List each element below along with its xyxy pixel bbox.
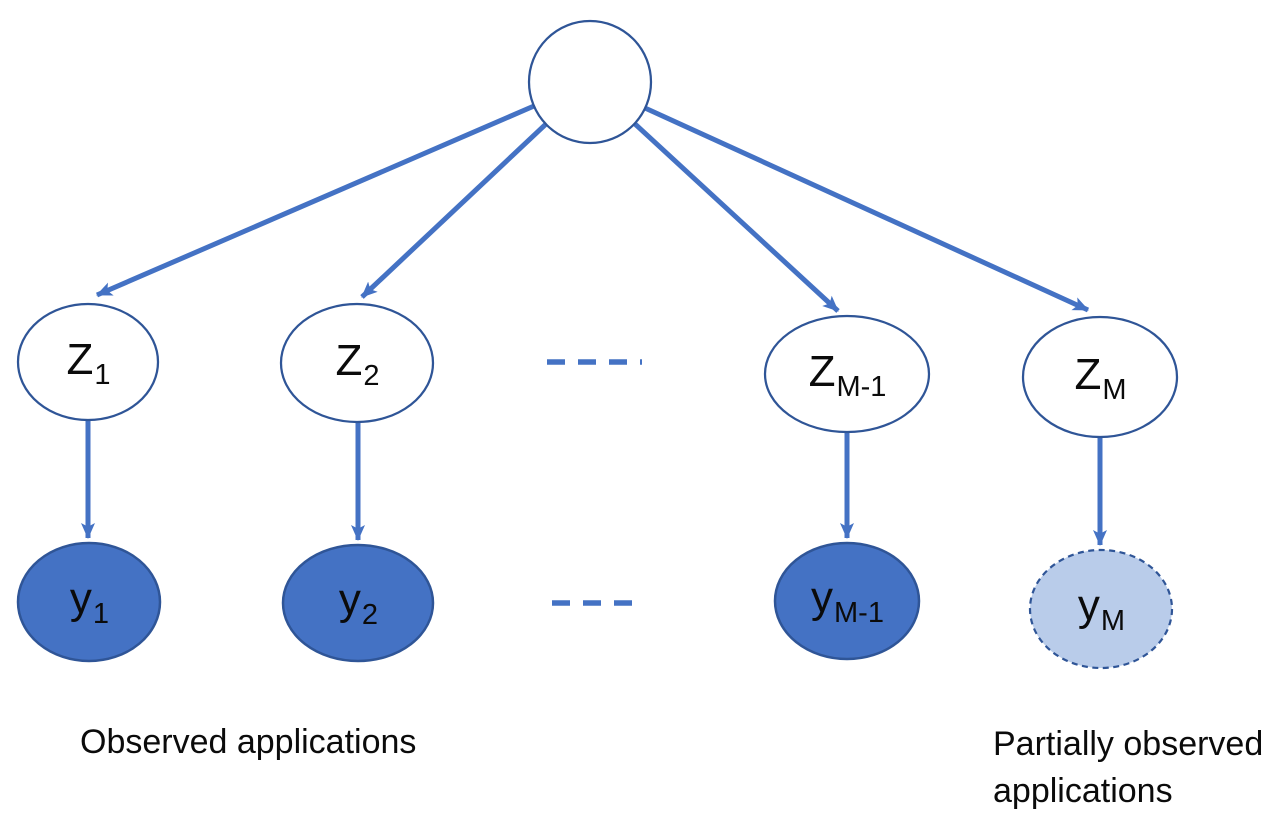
caption-partially-observed-applications: Partially observed applications — [993, 725, 1264, 810]
node-label-y1-sub: 1 — [92, 598, 110, 630]
node-label-ym1-sub: M-1 — [834, 597, 884, 629]
edge-root-zm1-arrow — [633, 122, 840, 313]
node-label-z1-sub: 1 — [94, 359, 111, 391]
node-y1-ellipse — [16, 541, 162, 663]
edge-root-z2-arrow — [360, 122, 548, 299]
node-label-ym-sub: M — [1100, 605, 1126, 637]
node-ym-ellipse — [1028, 548, 1174, 670]
node-label-zm1-main: Z — [808, 347, 836, 396]
edge-root-z1-arrow — [96, 103, 535, 298]
node-label-ym-main: y — [1077, 581, 1100, 630]
node-label-zm1: ZM-1 — [808, 347, 887, 402]
node-label-zm-main: Z — [1074, 350, 1102, 399]
node-label-ym1: yM-1 — [811, 573, 884, 628]
node-zm-ellipse — [1021, 315, 1179, 439]
caption-observed-applications: Observed applications — [80, 723, 417, 761]
node-label-z1: Z1 — [66, 335, 110, 390]
node-zm1-ellipse — [763, 314, 931, 434]
node-label-y2-sub: 2 — [361, 599, 379, 631]
node-label-z2: Z2 — [335, 336, 379, 391]
node-label-y2-main: y — [338, 575, 361, 624]
node-root-ellipse — [527, 19, 653, 145]
node-label-zm1-sub: M-1 — [836, 371, 887, 403]
node-label-y1: y1 — [69, 574, 109, 629]
node-label-ym: yM — [1077, 581, 1125, 636]
node-label-z2-sub: 2 — [363, 360, 380, 392]
node-label-z1-main: Z — [66, 335, 94, 384]
node-label-y1-main: y — [69, 574, 92, 623]
node-z2-ellipse — [279, 302, 435, 424]
node-label-z2-main: Z — [335, 336, 363, 385]
edge-root-zm-arrow — [643, 105, 1090, 313]
node-label-y2: y2 — [338, 575, 378, 630]
node-y2-ellipse — [281, 543, 435, 663]
node-label-ym1-main: y — [811, 573, 834, 622]
node-z1-ellipse — [16, 302, 160, 422]
node-ym1-ellipse — [773, 541, 921, 661]
node-label-zm-sub: M — [1102, 374, 1127, 406]
node-label-zm: ZM — [1074, 350, 1126, 405]
